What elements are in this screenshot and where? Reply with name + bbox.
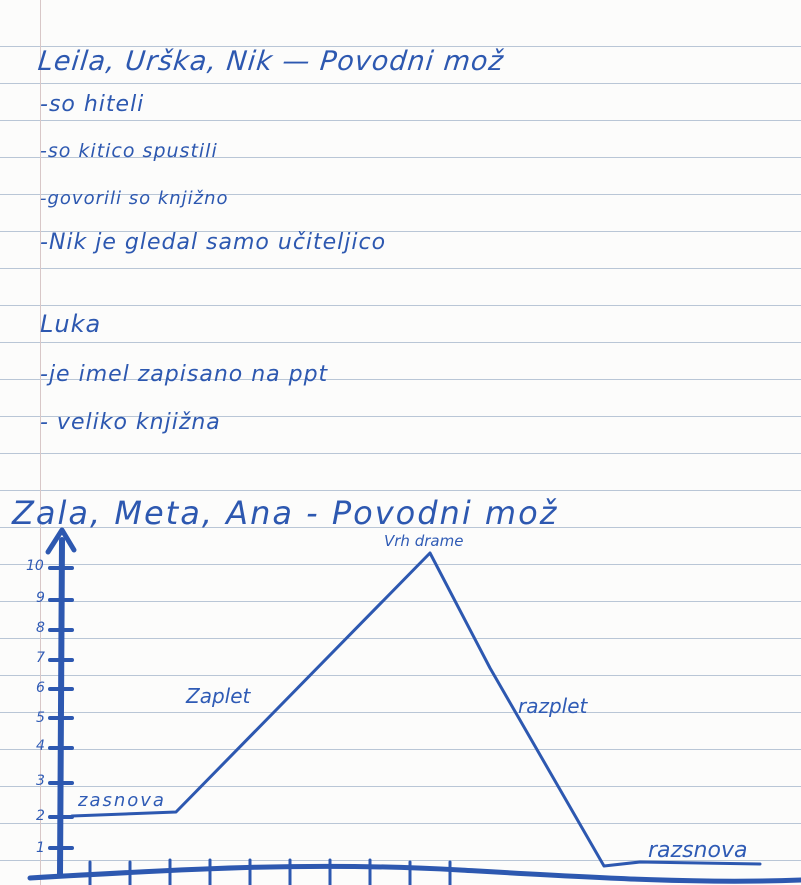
y-tick-label: 1 bbox=[36, 840, 45, 856]
note-line: -govorili so knjižno bbox=[40, 188, 229, 209]
note-line: -so hiteli bbox=[40, 92, 145, 117]
y-tick-label: 3 bbox=[36, 773, 45, 789]
label-razplet: razplet bbox=[518, 694, 588, 718]
y-tick-label: 10 bbox=[26, 558, 44, 574]
label-razsnova: razsnova bbox=[648, 838, 748, 863]
label-vrh-drame: Vrh drame bbox=[384, 532, 464, 550]
y-ticks bbox=[48, 566, 74, 850]
note-line: - veliko knjižna bbox=[40, 410, 221, 435]
label-zasnova: zasnova bbox=[78, 790, 166, 811]
group2-heading: Luka bbox=[40, 310, 102, 338]
y-tick-label: 8 bbox=[36, 620, 45, 636]
y-tick-label: 5 bbox=[36, 710, 45, 726]
plot-line bbox=[70, 551, 762, 868]
y-axis bbox=[57, 537, 65, 878]
note-line: -je imel zapisano na ppt bbox=[40, 362, 329, 387]
y-tick-label: 2 bbox=[36, 808, 45, 824]
note-line: -so kitico spustili bbox=[40, 140, 218, 162]
y-tick-label: 9 bbox=[36, 590, 45, 606]
y-tick-label: 6 bbox=[36, 680, 45, 696]
x-ticks bbox=[88, 858, 452, 885]
label-zaplet: Zaplet bbox=[186, 684, 251, 708]
margin-line bbox=[40, 0, 41, 885]
y-tick-label: 4 bbox=[36, 738, 45, 754]
y-tick-label: 7 bbox=[36, 650, 45, 666]
x-axis bbox=[27, 863, 801, 884]
note-line: -Nik je gledal samo učiteljico bbox=[40, 230, 387, 255]
y-axis-arrow bbox=[45, 527, 77, 555]
group3-heading: Zala, Meta, Ana - Povodni mož bbox=[12, 494, 559, 532]
